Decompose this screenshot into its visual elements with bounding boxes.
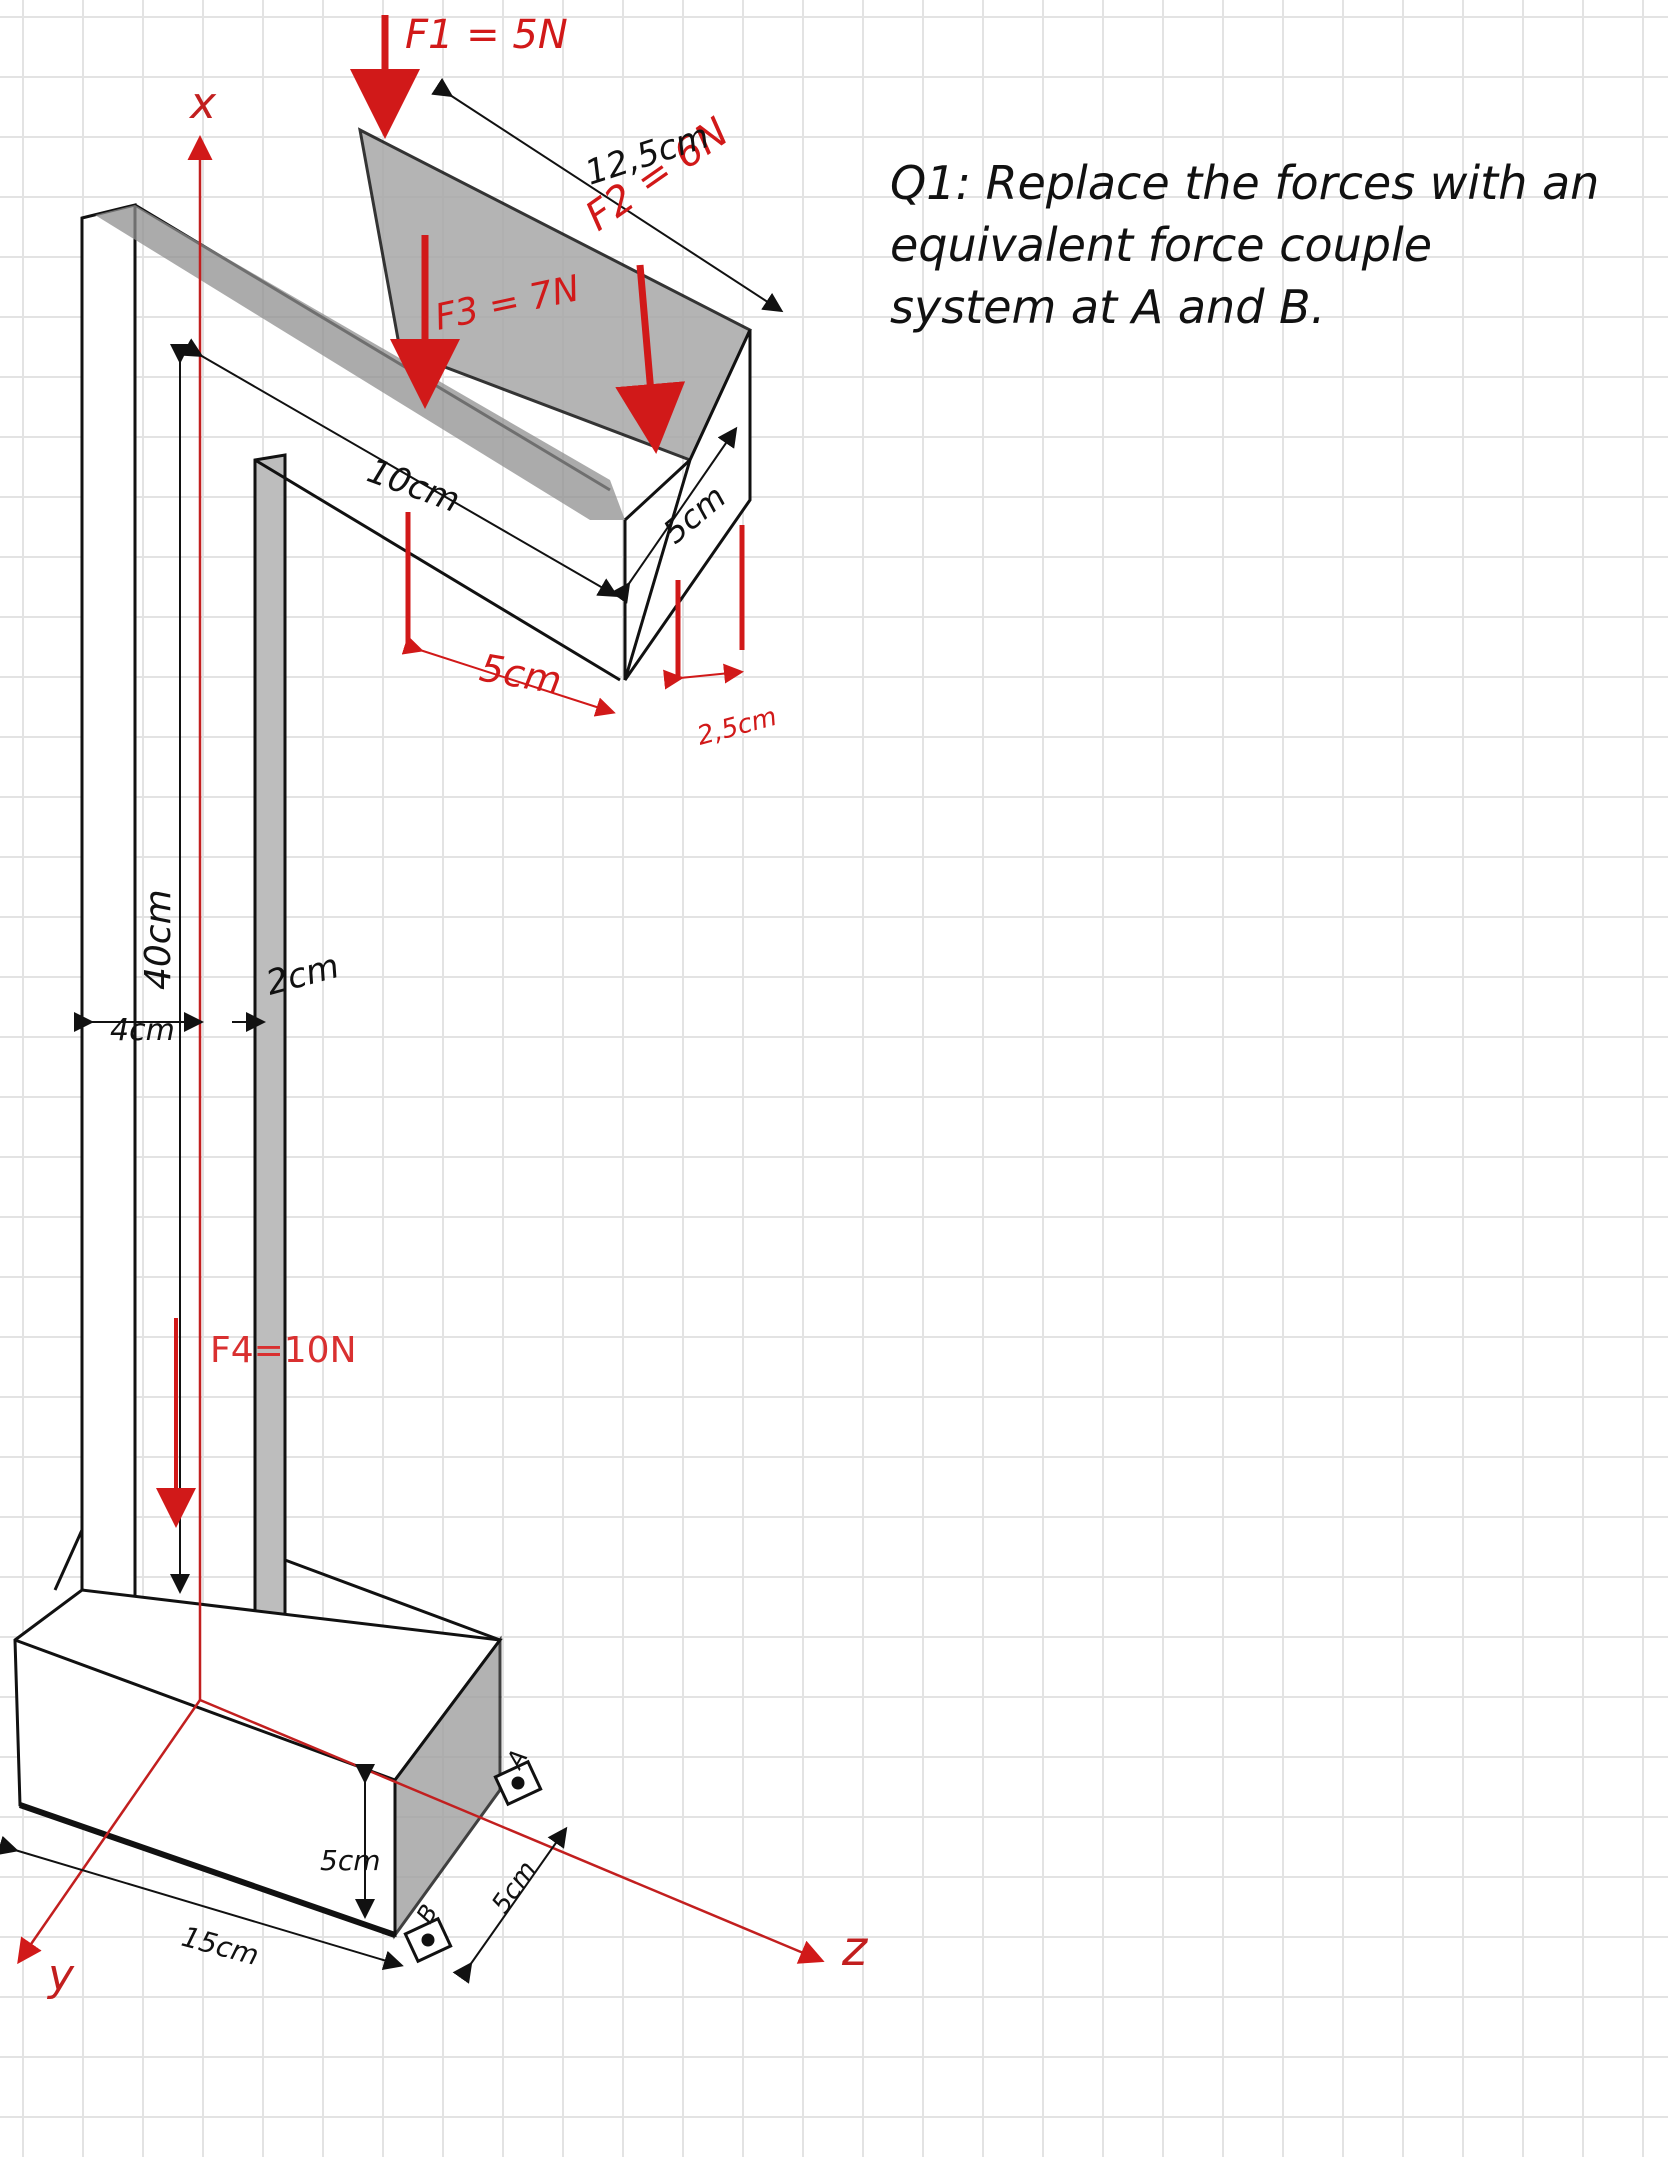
dim-12-5cm <box>431 77 784 313</box>
dim-5cm-offset-label: 5cm <box>476 646 564 704</box>
force-f2-arrow <box>615 264 686 454</box>
dim-5cm-depth <box>610 426 738 604</box>
dim-5cm-base-depth-label: 5cm <box>486 1856 543 1919</box>
z-axis-label: z <box>841 1921 869 1977</box>
y-axis-label: y <box>46 1950 75 2001</box>
force-f4-label: F4=10N <box>210 1330 357 1371</box>
dim-10cm-label: 10cm <box>362 451 465 521</box>
dim-5cm-offset <box>401 635 616 717</box>
support-a <box>493 1759 543 1807</box>
dimension-lines <box>0 77 784 1984</box>
support-b <box>403 1916 453 1964</box>
dim-15cm-label: 15cm <box>178 1920 262 1972</box>
dim-4cm-label: 4cm <box>110 1013 175 1048</box>
dim-5cm-base-depth <box>452 1826 568 1984</box>
dim-15cm <box>0 1835 404 1971</box>
base-block <box>13 1588 503 1940</box>
force-f1-label: F1 = 5N <box>405 12 568 58</box>
question-text: Q1: Replace the forces with an equivalen… <box>890 156 1600 334</box>
column-inner-face <box>253 453 287 1633</box>
force-offset-guides <box>405 512 745 680</box>
dim-2-5cm-offset <box>663 663 744 690</box>
forces <box>156 15 686 1528</box>
dim-40cm-label: 40cm <box>138 889 179 990</box>
dim-2-5cm-label: 2,5cm <box>694 702 780 752</box>
x-axis-label: x <box>188 78 217 129</box>
dim-5cm-base-height-label: 5cm <box>320 1844 380 1877</box>
dim-10cm <box>181 338 619 598</box>
column <box>53 203 621 1642</box>
